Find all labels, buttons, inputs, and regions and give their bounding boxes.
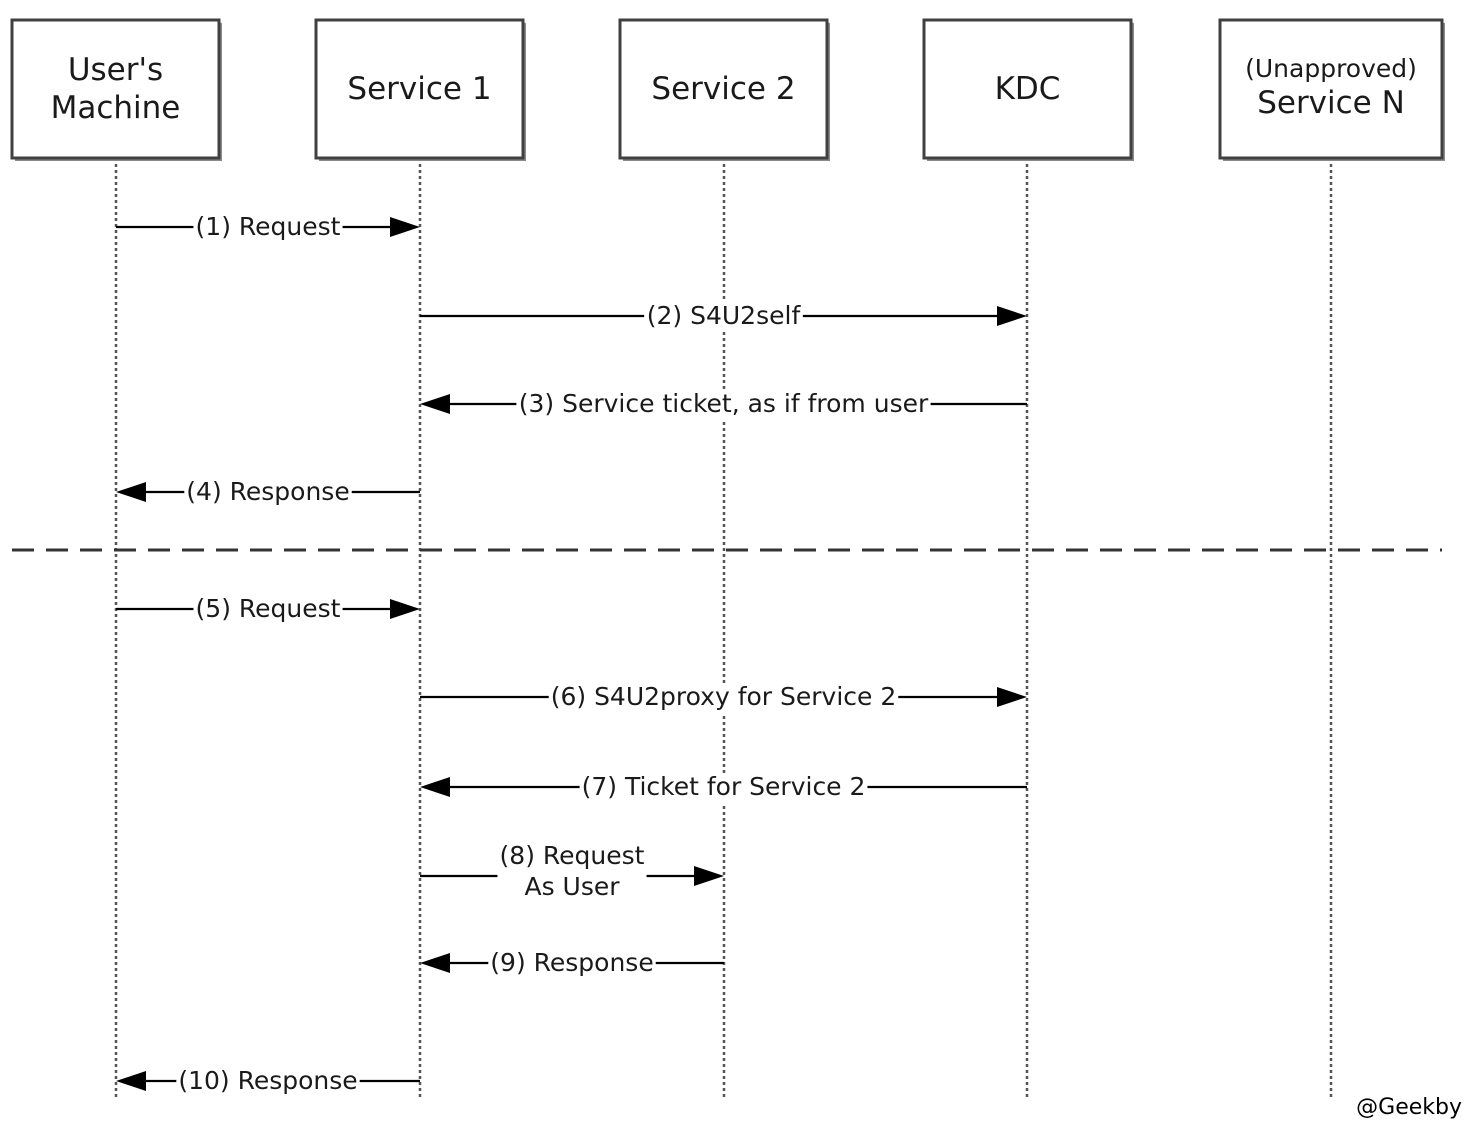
- msg-10-arrow: (10) Response: [116, 1066, 420, 1097]
- service-1-box: Service 1: [314, 18, 526, 161]
- msg-1-arrowhead: [390, 217, 420, 237]
- msg-1-label-bg: [193, 213, 343, 243]
- msg-3-label-bg: [516, 390, 931, 420]
- msg-9-arrow: (9) Response: [420, 948, 724, 979]
- kdc-box: KDC: [922, 18, 1134, 161]
- msg-2-arrowhead: [997, 306, 1027, 326]
- msg-8-label: As User: [524, 872, 620, 901]
- msg-3-arrowhead: [420, 394, 450, 414]
- msg-2-label: (2) S4U2self: [647, 301, 802, 330]
- msg-8-label-bg: [497, 842, 647, 903]
- msg-4-label-bg: [184, 478, 352, 508]
- msg-10-arrowhead: [116, 1071, 146, 1091]
- msg-7-label: (7) Ticket for Service 2: [582, 772, 866, 801]
- msg-2-arrow: (2) S4U2self: [420, 301, 1027, 332]
- msg-10-label: (10) Response: [178, 1066, 357, 1095]
- msg-5-label-bg: [193, 595, 343, 625]
- msg-9-label-bg: [488, 949, 656, 979]
- kdc-label: KDC: [995, 71, 1061, 107]
- msg-6-arrow: (6) S4U2proxy for Service 2: [420, 682, 1027, 713]
- msg-6-label: (6) S4U2proxy for Service 2: [551, 682, 897, 711]
- service-1-label: Service 1: [347, 71, 491, 107]
- msg-2-label-bg: [644, 302, 803, 332]
- users-machine-label: User's: [68, 52, 163, 88]
- msg-10-label-bg: [176, 1067, 360, 1097]
- msg-9-label: (9) Response: [490, 948, 653, 977]
- msg-3-arrow: (3) Service ticket, as if from user: [420, 389, 1027, 420]
- msg-1-arrow: (1) Request: [116, 212, 420, 243]
- msg-3-label: (3) Service ticket, as if from user: [519, 389, 929, 418]
- messages: (1) Request (2) S4U2self (3) Service ticke…: [116, 212, 1027, 1097]
- msg-4-arrow: (4) Response: [116, 477, 420, 508]
- msg-6-label-bg: [548, 683, 899, 713]
- service-n-box: (Unapproved)Service N: [1218, 18, 1445, 161]
- msg-9-arrowhead: [420, 953, 450, 973]
- lifelines: [114, 158, 1333, 1100]
- service-2-label: Service 2: [651, 71, 795, 107]
- msg-4-arrowhead: [116, 482, 146, 502]
- credit-label: @Geekby: [1356, 1095, 1462, 1120]
- msg-7-arrowhead: [420, 777, 450, 797]
- msg-8-arrowhead: [694, 866, 724, 886]
- msg-7-arrow: (7) Ticket for Service 2: [420, 772, 1027, 803]
- service-n-note: (Unapproved): [1245, 54, 1417, 83]
- msg-5-arrow: (5) Request: [116, 594, 420, 625]
- users-machine-label: Machine: [51, 90, 181, 126]
- msg-6-arrowhead: [997, 687, 1027, 707]
- msg-4-label: (4) Response: [186, 477, 349, 506]
- msg-1-label: (1) Request: [196, 212, 341, 241]
- msg-5-label: (5) Request: [196, 594, 341, 623]
- service-2-box: Service 2: [618, 18, 830, 161]
- msg-7-label-bg: [579, 773, 868, 803]
- service-n-label: Service N: [1257, 85, 1405, 121]
- msg-5-arrowhead: [390, 599, 420, 619]
- msg-8-label: (8) Request: [500, 841, 645, 870]
